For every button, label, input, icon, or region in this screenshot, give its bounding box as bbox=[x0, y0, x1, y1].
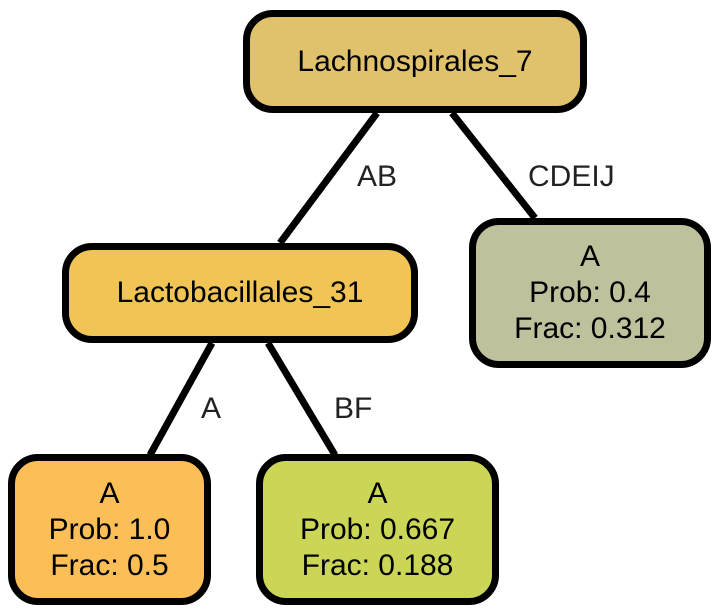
node-leaf-bf: A Prob: 0.667 Frac: 0.188 bbox=[256, 454, 499, 605]
leaf-class-label: A bbox=[99, 476, 120, 510]
edge-label-ab: AB bbox=[357, 160, 398, 193]
node-lachnospirales-7: Lachnospirales_7 bbox=[243, 10, 587, 113]
node-label: Lachnospirales_7 bbox=[297, 44, 533, 78]
edge-line-lacto-bf bbox=[264, 341, 339, 457]
leaf-frac-label: Frac: 0.188 bbox=[301, 548, 454, 582]
node-leaf-a: A Prob: 1.0 Frac: 0.5 bbox=[8, 454, 211, 605]
edge-line-root-cdeij bbox=[449, 110, 538, 221]
leaf-class-label: A bbox=[579, 240, 600, 273]
edge-line-root-lacto bbox=[277, 110, 380, 246]
node-lactobacillales-31: Lactobacillales_31 bbox=[62, 243, 418, 343]
leaf-frac-label: Frac: 0.5 bbox=[50, 548, 169, 582]
edge-label-bf: BF bbox=[334, 392, 373, 425]
edge-line-lacto-a bbox=[146, 341, 216, 457]
node-leaf-cdeij: A Prob: 0.4 Frac: 0.312 bbox=[469, 218, 711, 368]
leaf-prob-label: Prob: 0.4 bbox=[529, 276, 651, 309]
leaf-frac-label: Frac: 0.312 bbox=[514, 312, 666, 345]
edge-label-a: A bbox=[201, 392, 222, 425]
leaf-prob-label: Prob: 0.667 bbox=[299, 512, 456, 546]
edge-label-cdeij: CDEIJ bbox=[528, 160, 615, 193]
leaf-prob-label: Prob: 1.0 bbox=[48, 512, 171, 546]
leaf-class-label: A bbox=[367, 476, 388, 510]
node-label: Lactobacillales_31 bbox=[116, 276, 364, 309]
